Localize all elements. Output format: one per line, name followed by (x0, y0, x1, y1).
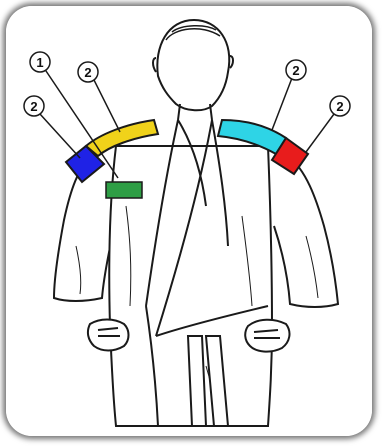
callout-2a: 2 (78, 62, 98, 82)
callout-2c: 2 (286, 60, 306, 80)
callout-number: 2 (84, 65, 91, 80)
judo-gi-diagram: 1 2 2 2 2 (6, 6, 372, 436)
callout-2d: 2 (330, 96, 350, 116)
callout-number: 2 (292, 63, 299, 78)
callout-number: 2 (336, 99, 343, 114)
callout-number: 2 (30, 99, 37, 114)
callout-1: 1 (30, 52, 50, 72)
diagram-card: 1 2 2 2 2 (6, 6, 372, 436)
callout-2b: 2 (24, 96, 44, 116)
callout-number: 1 (36, 55, 43, 70)
chest-tag (106, 182, 142, 198)
